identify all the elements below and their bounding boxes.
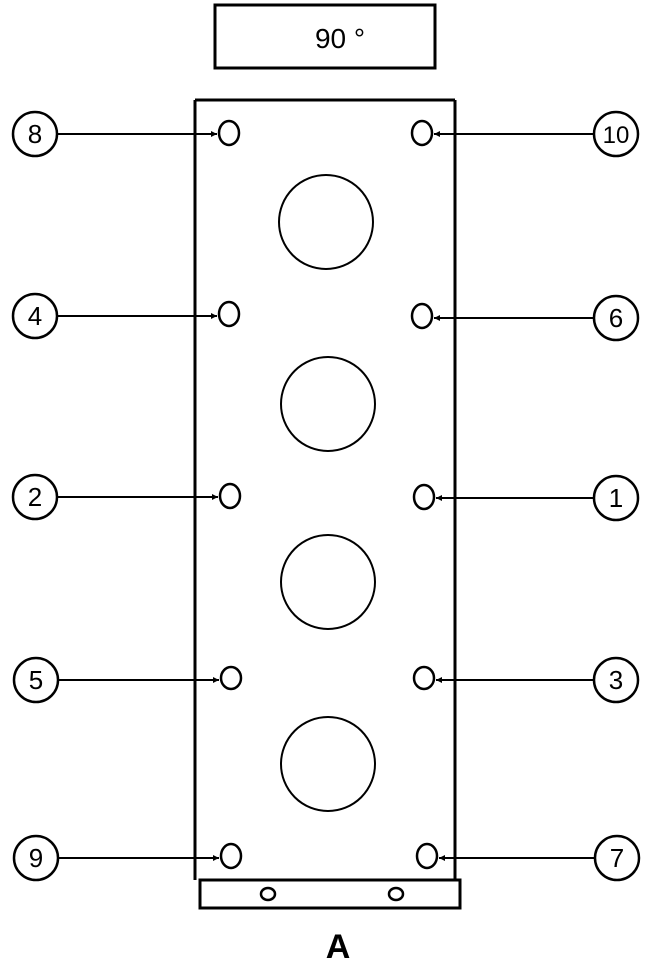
bolt-hole <box>410 302 434 330</box>
sequence-number: 8 <box>28 119 42 149</box>
cylinder-head-outline <box>193 98 457 880</box>
sequence-number: 3 <box>609 665 623 695</box>
plate-hole <box>387 886 405 902</box>
callout-left-5: 9 <box>12 834 60 882</box>
callout-left-2: 4 <box>11 292 59 340</box>
sequence-number: 7 <box>610 843 624 873</box>
bolt-hole <box>219 665 243 691</box>
bottom-plate <box>198 878 462 910</box>
sequence-number: 2 <box>28 482 42 512</box>
angle-box: 90 ° <box>213 3 437 70</box>
bolt-hole <box>412 483 436 511</box>
bolt-hole <box>410 119 434 147</box>
callout-left-4: 5 <box>12 656 60 704</box>
bolt-hole <box>217 300 241 328</box>
bolt-hole <box>415 842 439 870</box>
sequence-number: 6 <box>609 303 623 333</box>
callout-right-4: 3 <box>592 656 640 704</box>
bolt-hole <box>412 665 436 691</box>
callout-right-3: 1 <box>592 474 640 522</box>
cylinder-bore <box>280 716 376 812</box>
bolt-hole <box>217 119 241 147</box>
cylinder-bore <box>280 534 376 630</box>
plate-hole <box>259 886 277 902</box>
sequence-callouts: 8 4 2 5 9 10 6 1 <box>11 110 641 882</box>
sequence-arrows <box>58 131 594 861</box>
callout-left-1: 8 <box>11 110 59 158</box>
bolt-holes <box>217 119 439 870</box>
sequence-number: 5 <box>29 665 43 695</box>
callout-right-1: 10 <box>592 110 640 158</box>
angle-label: 90 ° <box>315 23 365 54</box>
callout-left-3: 2 <box>11 473 59 521</box>
sequence-number: 9 <box>29 843 43 873</box>
sequence-number: 4 <box>28 301 42 331</box>
cylinder-bore <box>278 174 374 270</box>
callout-right-5: 7 <box>593 834 641 882</box>
bolt-hole <box>219 842 243 870</box>
cylinder-bores <box>278 174 376 812</box>
callout-right-2: 6 <box>592 294 640 342</box>
sequence-number: 10 <box>603 122 630 149</box>
sequence-number: 1 <box>609 483 623 513</box>
cylinder-bore <box>280 356 376 452</box>
bolt-hole <box>218 482 242 510</box>
figure-label: A <box>326 928 351 966</box>
